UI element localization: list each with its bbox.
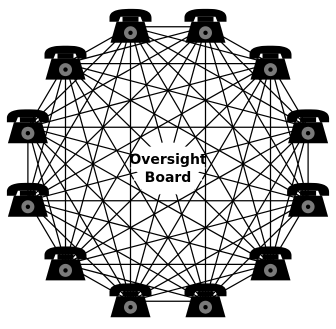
connection-line (64, 62, 207, 302)
connection-line (64, 126, 309, 266)
telephone-icon (44, 45, 87, 80)
connection-line (27, 126, 272, 266)
connection-line (27, 126, 132, 302)
connection-line (64, 200, 309, 266)
connection-line (64, 263, 207, 302)
connection-line (27, 62, 272, 202)
connection-line (27, 200, 272, 266)
telephone-icon (249, 246, 292, 281)
connection-line (27, 62, 67, 202)
connection-line (129, 26, 272, 266)
connection-line (27, 62, 272, 128)
connection-line (64, 62, 309, 202)
telephone-icon (109, 283, 152, 318)
telephone-icon (287, 109, 330, 144)
connection-line (64, 26, 207, 266)
telephone-icon (184, 8, 227, 43)
oversight-board-hub: Oversight Board (129, 135, 207, 201)
center-burst (130, 135, 206, 201)
connection-line (64, 62, 132, 302)
telephone-icon (44, 246, 87, 281)
center-label-line1: Oversight (129, 152, 207, 168)
telephone-icon (249, 45, 292, 80)
telephone-icon (184, 283, 227, 318)
connection-line (64, 26, 207, 65)
connection-line (129, 263, 272, 302)
connection-line (64, 62, 309, 128)
telephone-icon (287, 182, 330, 217)
connection-line (129, 62, 272, 302)
center-label-line2: Board (145, 170, 192, 186)
telephone-icon (6, 109, 49, 144)
connection-line (27, 126, 207, 302)
telephone-icon (109, 8, 152, 43)
telephone-icon (6, 182, 49, 217)
